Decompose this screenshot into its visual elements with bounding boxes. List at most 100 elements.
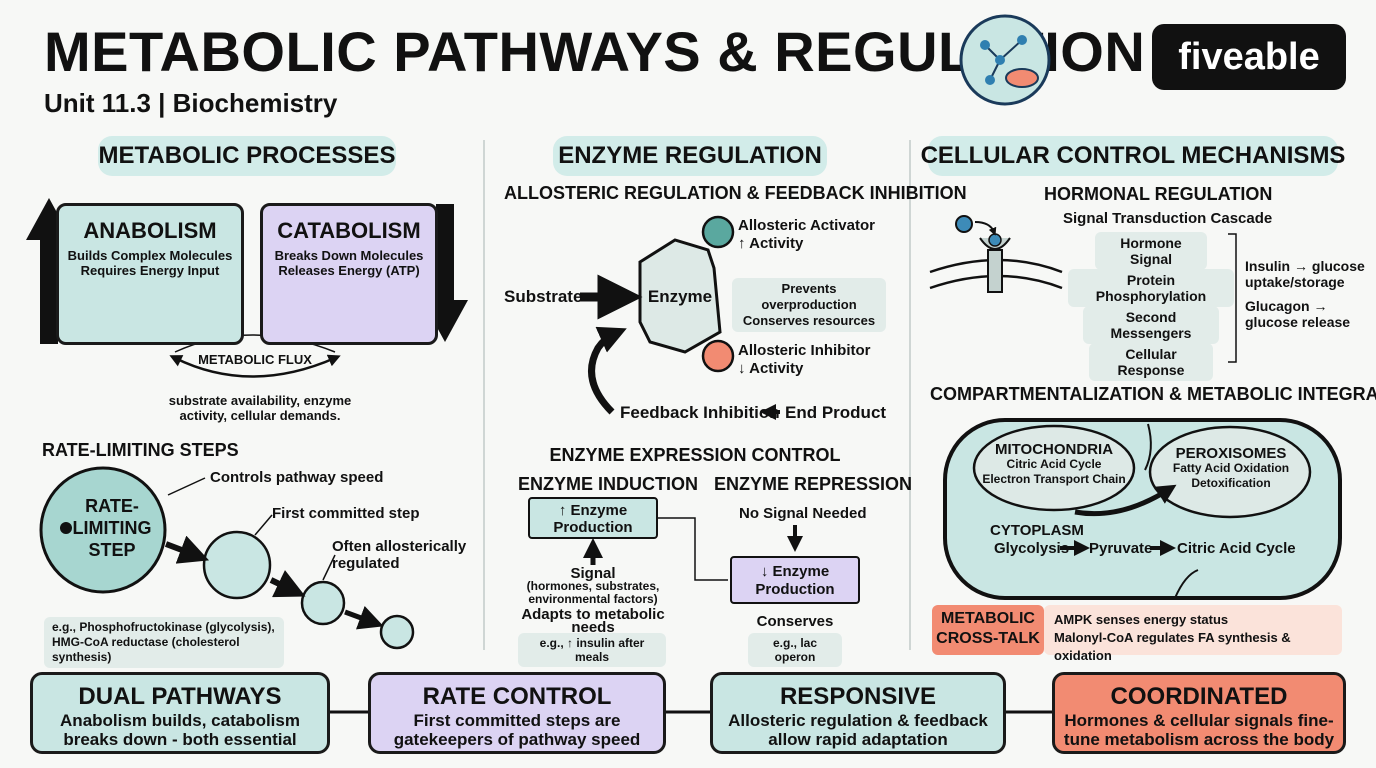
enzyme-induction-box: ↑ Enzyme Production xyxy=(528,497,658,539)
glucagon-line2: glucose release xyxy=(1245,314,1351,330)
summary-line1: Hormones & cellular signals fine- xyxy=(1064,711,1334,730)
activator-line2: ↑ Activity xyxy=(738,235,804,252)
metabolic-flux-desc: substrate availability, enzyme activity,… xyxy=(150,393,370,423)
catabolism-title: CATABOLISM xyxy=(277,218,421,243)
rate-limiting-chain xyxy=(39,466,415,650)
allosteric-note: Prevents overproduction Conserves resour… xyxy=(732,278,886,332)
hormonal-heading: HORMONAL REGULATION xyxy=(1044,184,1273,204)
pyruvate-label: Pyruvate xyxy=(1089,540,1153,557)
cross-talk-line2: CROSS-TALK xyxy=(936,630,1040,647)
induction-heading: ENZYME INDUCTION xyxy=(518,474,698,494)
summary-title: RATE CONTROL xyxy=(422,683,612,710)
induction-example: e.g., ↑ insulin after meals xyxy=(518,633,666,667)
glycolysis-label: Glycolysis xyxy=(994,540,1070,557)
cross-talk-details: AMPK senses energy status Malonyl-CoA re… xyxy=(1044,605,1342,663)
rate-example-2: HMG-CoA reductase (cholesterol synthesis… xyxy=(52,635,240,664)
allosteric-note-1: Prevents overproduction xyxy=(761,281,857,312)
allosteric-inhibitor: Allosteric Inhibitor ↓ Activity xyxy=(738,342,871,378)
summary-line1: Anabolism builds, catabolism xyxy=(60,711,300,730)
summary-title: DUAL PATHWAYS xyxy=(78,683,282,710)
catabolism-line1: Breaks Down Molecules xyxy=(274,248,424,263)
molecule-mitochondria-icon xyxy=(959,14,1051,106)
citric-acid-cycle-label: Citric Acid Cycle xyxy=(1177,540,1296,557)
repression-heading: ENZYME REPRESSION xyxy=(714,474,913,494)
end-product-label: End Product xyxy=(785,403,887,422)
metabolic-flux-label: METABOLIC FLUX xyxy=(198,352,312,367)
enzyme-repression-box: ↓ Enzyme Production xyxy=(730,556,860,604)
rate-label-line1: RATE- xyxy=(85,496,139,516)
perox-line2: Detoxification xyxy=(1191,476,1271,490)
fiveable-logo[interactable]: fiveable xyxy=(1152,24,1346,90)
signal-block: Signal (hormones, substrates, environmen… xyxy=(503,565,683,635)
flux-desc-line2: activity, cellular demands. xyxy=(179,408,341,423)
insulin-line1: Insulin → glucose xyxy=(1245,258,1365,274)
cascade-step-1: Hormone Signal xyxy=(1095,232,1207,270)
insulin-line2: uptake/storage xyxy=(1245,274,1345,290)
anabolism-card: ANABOLISM Builds Complex Molecules Requi… xyxy=(56,203,244,345)
cascade-step-2: Protein Phosphorylation xyxy=(1068,269,1234,307)
no-signal-label: No Signal Needed xyxy=(739,505,867,522)
cascade-label: Signal Transduction Cascade xyxy=(1063,210,1273,227)
anabolism-line1: Builds Complex Molecules xyxy=(67,248,233,263)
summary-rate-control: RATE CONTROL First committed steps are g… xyxy=(368,672,666,754)
insulin-note: Insulin → glucose uptake/storage xyxy=(1245,258,1365,290)
summary-line1: Allosteric regulation & feedback xyxy=(728,711,988,730)
allosteric-activator: Allosteric Activator ↑ Activity xyxy=(738,217,875,253)
rate-annotation-1: Controls pathway speed xyxy=(210,469,384,486)
metabolic-processes-heading: METABOLIC PROCESSES xyxy=(98,136,396,176)
expression-heading: ENZYME EXPRESSION CONTROL xyxy=(549,445,841,465)
rate-example-1: e.g., Phosphofructokinase (glycolysis), xyxy=(52,620,275,634)
perox-line1: Fatty Acid Oxidation xyxy=(1172,461,1290,475)
flux-desc-line1: substrate availability, enzyme xyxy=(168,393,352,408)
feedback-inhibition-label: Feedback Inhibition xyxy=(620,403,780,422)
activator-line1: Allosteric Activator xyxy=(738,217,875,234)
summary-coordinated: COORDINATED Hormones & cellular signals … xyxy=(1052,672,1346,754)
cascade-step-4: Cellular Response xyxy=(1089,343,1213,381)
compartmentalization-heading: COMPARTMENTALIZATION & METABOLIC INTEGRA… xyxy=(930,384,1376,404)
summary-line1: First committed steps are xyxy=(413,711,621,730)
enzyme-regulation-heading: ENZYME REGULATION xyxy=(553,136,827,176)
cell-compartments xyxy=(943,418,1342,600)
summary-title: COORDINATED xyxy=(1110,683,1288,710)
rate-annotation-2: First committed step xyxy=(272,505,420,522)
rate-annotation-3b: regulated xyxy=(332,555,400,572)
mitochondria-label: MITOCHONDRIA Citric Acid Cycle Electron … xyxy=(978,442,1130,487)
membrane-receptor-icon xyxy=(929,215,1063,293)
allosteric-heading: ALLOSTERIC REGULATION & FEEDBACK INHIBIT… xyxy=(504,183,967,203)
summary-responsive: RESPONSIVE Allosteric regulation & feedb… xyxy=(710,672,1006,754)
cytoplasm-label: CYTOPLASM xyxy=(990,522,1084,539)
signal-desc-1: (hormones, substrates, xyxy=(526,579,660,593)
rate-limiting-circle-label: RATE- LIMITING STEP xyxy=(72,495,152,561)
summary-line2: breaks down - both essential xyxy=(63,730,297,749)
signal-desc-2: environmental factors) xyxy=(528,592,658,606)
peroxisomes-label: PEROXISOMES Fatty Acid Oxidation Detoxif… xyxy=(1158,446,1304,491)
rate-annotation-3: Often allosterically regulated xyxy=(332,538,466,572)
induction-line1: ↑ Enzyme xyxy=(558,502,628,519)
mito-line2: Electron Transport Chain xyxy=(982,472,1126,486)
summary-line2: tune metabolism across the body xyxy=(1063,730,1335,749)
inhibitor-line2: ↓ Activity xyxy=(738,360,804,377)
anabolism-title: ANABOLISM xyxy=(83,218,217,243)
cross-talk-badge: METABOLIC CROSS-TALK xyxy=(932,605,1044,655)
signal-label: Signal xyxy=(570,565,616,582)
substrate-label: Substrate xyxy=(504,287,583,306)
catabolism-line2: Releases Energy (ATP) xyxy=(278,263,420,278)
glucagon-line1: Glucagon → xyxy=(1245,298,1328,314)
glucagon-note: Glucagon → glucose release xyxy=(1245,298,1350,330)
summary-line2: gatekeepers of pathway speed xyxy=(393,730,641,749)
expression-connectors xyxy=(583,517,803,581)
enzyme-diagram xyxy=(580,215,780,420)
rate-annotation-3a: Often allosterically xyxy=(332,538,467,555)
repression-line2: Production xyxy=(755,581,835,598)
cross-talk-detail-2: Malonyl-CoA regulates FA synthesis & oxi… xyxy=(1054,630,1291,663)
cascade-step-3: Second Messengers xyxy=(1083,306,1219,344)
summary-line2: allow rapid adaptation xyxy=(768,730,948,749)
page-subtitle: Unit 11.3 | Biochemistry xyxy=(44,88,338,118)
metabolic-flux-arrow xyxy=(169,354,341,378)
repression-line1: ↓ Enzyme xyxy=(760,563,830,580)
cross-talk-line1: METABOLIC xyxy=(941,610,1035,627)
catabolism-card: CATABOLISM Breaks Down Molecules Release… xyxy=(260,203,438,345)
rate-label-line2: LIMITING xyxy=(72,518,152,538)
inhibitor-line1: Allosteric Inhibitor xyxy=(738,342,871,359)
